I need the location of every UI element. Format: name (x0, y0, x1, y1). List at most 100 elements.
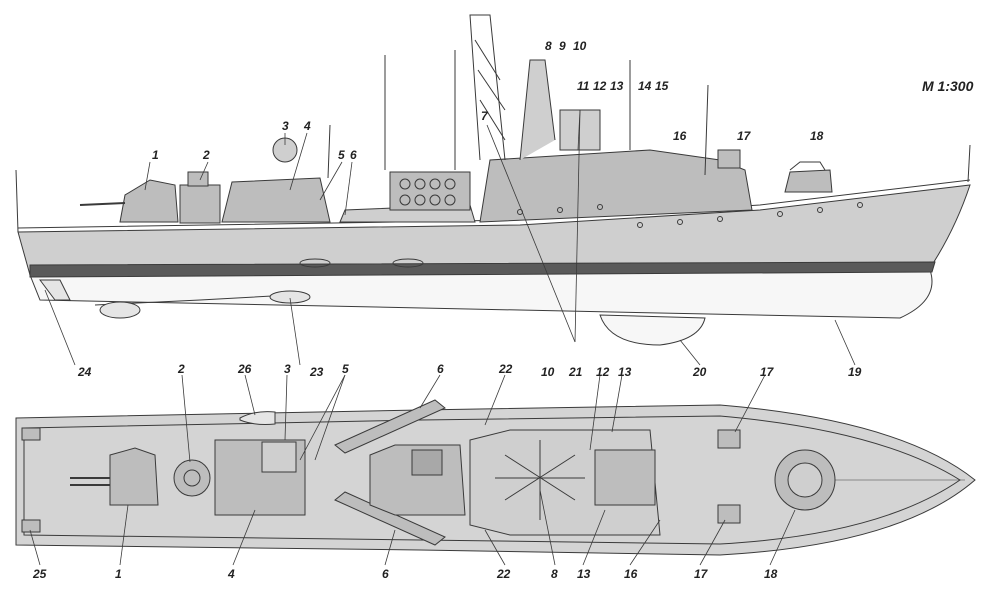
leader-line (29, 529, 41, 566)
label-18: 18 (810, 129, 824, 143)
leader-line (589, 374, 601, 451)
boot-stripe (29, 261, 936, 278)
label-11: 11 (577, 79, 590, 93)
porthole (557, 207, 563, 213)
label-top-2: 2 (178, 362, 185, 376)
mast-rigging (495, 440, 585, 520)
propeller (99, 301, 141, 319)
launcher-tube (429, 194, 441, 206)
leader-line (629, 519, 661, 566)
forward-turret-inner (787, 462, 823, 498)
turret-barrels (70, 477, 110, 486)
director-top (717, 429, 741, 449)
label-20: 20 (693, 365, 707, 379)
main-superstructure (479, 149, 753, 223)
label-2: 2 (203, 148, 210, 162)
leader-line (699, 519, 726, 566)
label-top-3: 3 (284, 362, 291, 376)
label-top-6a: 6 (437, 362, 444, 376)
leader-line (181, 374, 191, 463)
underwater-hull (29, 269, 933, 319)
leader-line (244, 374, 256, 416)
label-13: 13 (610, 79, 624, 93)
leader-line (834, 319, 856, 366)
label-top-12: 12 (596, 365, 610, 379)
leader-line (419, 374, 441, 409)
label-15: 15 (655, 79, 669, 93)
label-top-5: 5 (342, 362, 349, 376)
porthole (597, 204, 603, 210)
launcher-tube (414, 178, 426, 190)
leader-line (299, 374, 346, 461)
label-24: 24 (78, 365, 92, 379)
label-top-18: 18 (764, 567, 778, 581)
porthole (777, 211, 783, 217)
side-view (15, 14, 971, 366)
porthole (817, 207, 823, 213)
aft-superstructure (221, 177, 331, 223)
label-top-17a: 17 (760, 365, 774, 379)
label-3: 3 (282, 119, 289, 133)
label-top-8: 8 (551, 567, 558, 581)
radar-mast (327, 124, 331, 179)
scale-label: M 1:300 (922, 78, 974, 94)
leader-line (319, 161, 343, 201)
ciws-top (187, 171, 209, 187)
forward-turret-top (789, 161, 826, 171)
gun-barrels (79, 202, 126, 206)
top-view (15, 374, 976, 566)
porthole (637, 222, 643, 228)
label-8: 8 (545, 39, 552, 53)
label-6: 6 (350, 148, 357, 162)
label-12: 12 (593, 79, 607, 93)
leader-line (611, 374, 623, 433)
stern-fitting (21, 519, 41, 533)
label-top-16: 16 (624, 567, 638, 581)
label-21: 21 (569, 365, 583, 379)
launcher-tube (444, 178, 456, 190)
launcher-tube (444, 194, 456, 206)
label-17: 17 (737, 129, 751, 143)
fore-mast (704, 84, 709, 176)
leader-line (289, 297, 301, 366)
aft-gun-turret (119, 179, 179, 223)
label-4: 4 (304, 119, 311, 133)
sonar-dome (599, 314, 706, 346)
leader-line (734, 374, 766, 433)
leader-line (44, 289, 76, 366)
label-top-17b: 17 (694, 567, 708, 581)
label-top-4: 4 (228, 567, 235, 581)
launcher-tube (399, 194, 411, 206)
forward-turret (784, 169, 833, 193)
leader-line (384, 529, 396, 566)
hull-opening (299, 258, 331, 268)
lattice-mast (469, 14, 506, 161)
leader-line (484, 529, 506, 566)
leader-line (484, 374, 506, 426)
jackstaff (967, 144, 971, 183)
label-top-26: 26 (238, 362, 252, 376)
label-top-1: 1 (115, 567, 122, 581)
launcher-tube (399, 178, 411, 190)
leader-line (679, 339, 701, 366)
label-top-25: 25 (33, 567, 47, 581)
ciws-mount (179, 184, 221, 224)
mast-bracing (474, 39, 506, 141)
leader-line (582, 509, 606, 566)
bilge-keel (269, 290, 311, 304)
porthole (677, 219, 683, 225)
aft-turret-top (109, 447, 159, 506)
label-16: 16 (673, 129, 687, 143)
leader-line (344, 161, 353, 216)
ciws-top-view (173, 459, 211, 497)
stern-fitting (21, 427, 41, 441)
leader-line (284, 374, 288, 441)
label-14: 14 (638, 79, 652, 93)
rudder (39, 279, 71, 301)
leader-line (232, 509, 256, 566)
leader-line (199, 161, 209, 181)
leader-line (577, 109, 581, 151)
leader-line (486, 124, 576, 343)
